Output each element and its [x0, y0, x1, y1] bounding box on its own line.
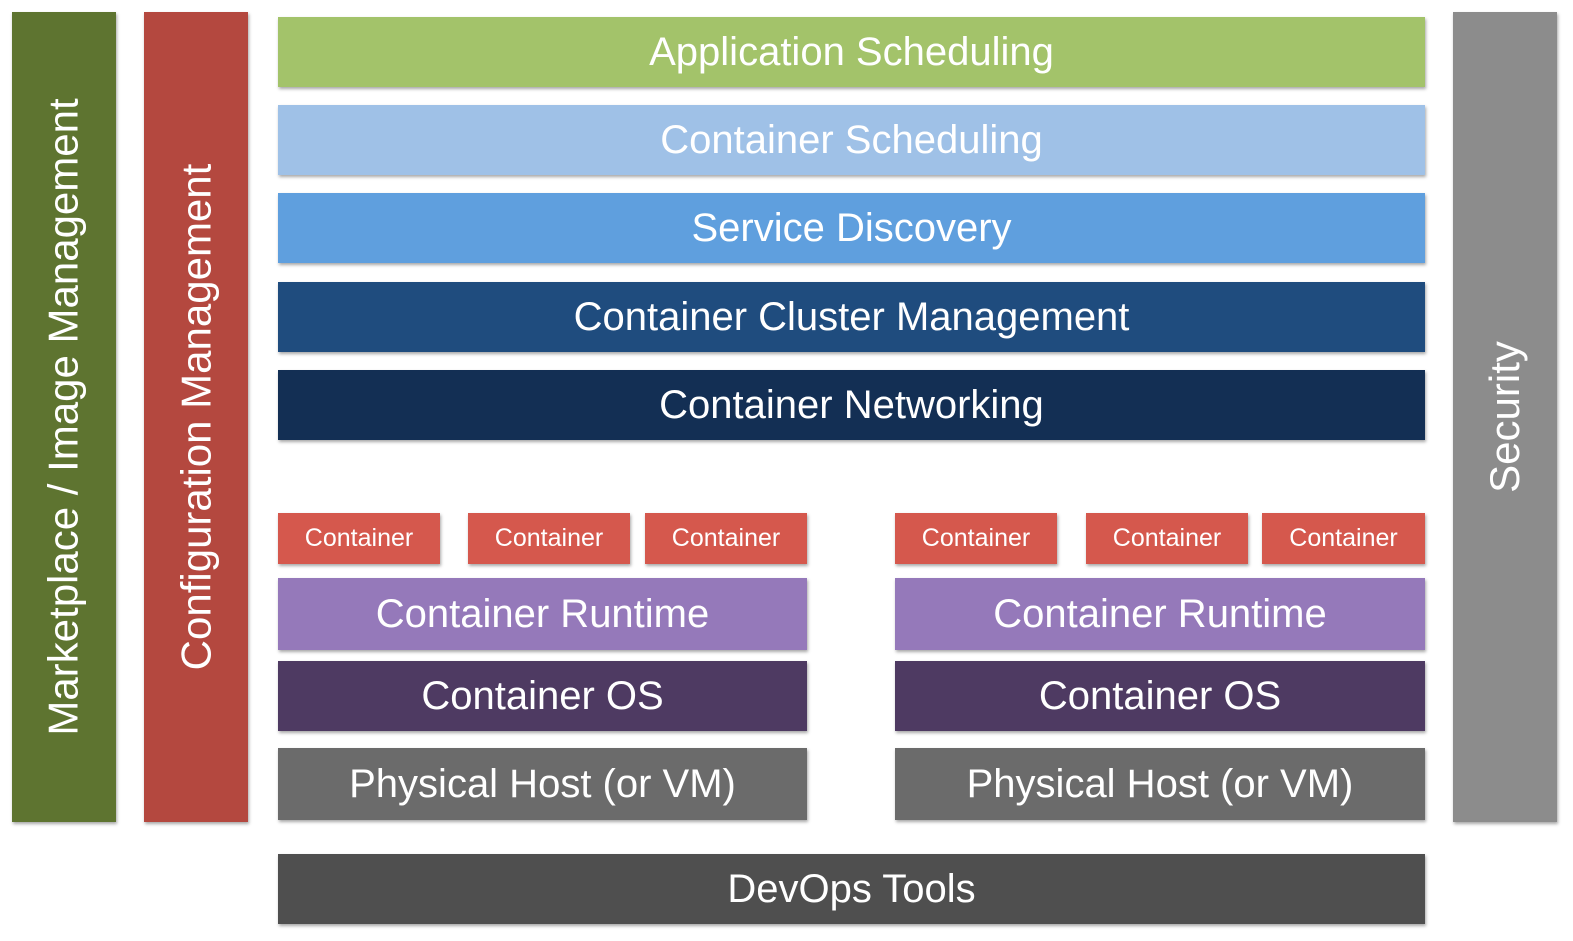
- left-host-physical-host: Physical Host (or VM): [278, 748, 807, 820]
- right-host-container-1: Container: [895, 513, 1057, 564]
- configuration-management-label: Configuration Management: [172, 163, 219, 671]
- container-cluster-management-layer: Container Cluster Management: [278, 282, 1425, 352]
- right-host-container-os: Container OS: [895, 661, 1425, 731]
- left-host-container-2: Container: [468, 513, 630, 564]
- left-host-container-3: Container: [645, 513, 807, 564]
- service-discovery-layer: Service Discovery: [278, 193, 1425, 263]
- right-host-physical-host: Physical Host (or VM): [895, 748, 1425, 820]
- configuration-management-bar: Configuration Management: [144, 12, 248, 822]
- application-scheduling-layer: Application Scheduling: [278, 17, 1425, 87]
- right-host-container-3: Container: [1262, 513, 1425, 564]
- security-bar: Security: [1453, 12, 1557, 822]
- marketplace-image-management-label: Marketplace / Image Management: [40, 98, 88, 736]
- right-host-container-2: Container: [1086, 513, 1248, 564]
- devops-tools-layer: DevOps Tools: [278, 854, 1425, 924]
- security-label: Security: [1481, 341, 1528, 493]
- container-scheduling-layer: Container Scheduling: [278, 105, 1425, 175]
- right-host-container-runtime: Container Runtime: [895, 578, 1425, 650]
- marketplace-image-management-bar: Marketplace / Image Management: [12, 12, 116, 822]
- container-networking-layer: Container Networking: [278, 370, 1425, 440]
- left-host-container-1: Container: [278, 513, 440, 564]
- left-host-container-runtime: Container Runtime: [278, 578, 807, 650]
- left-host-container-os: Container OS: [278, 661, 807, 731]
